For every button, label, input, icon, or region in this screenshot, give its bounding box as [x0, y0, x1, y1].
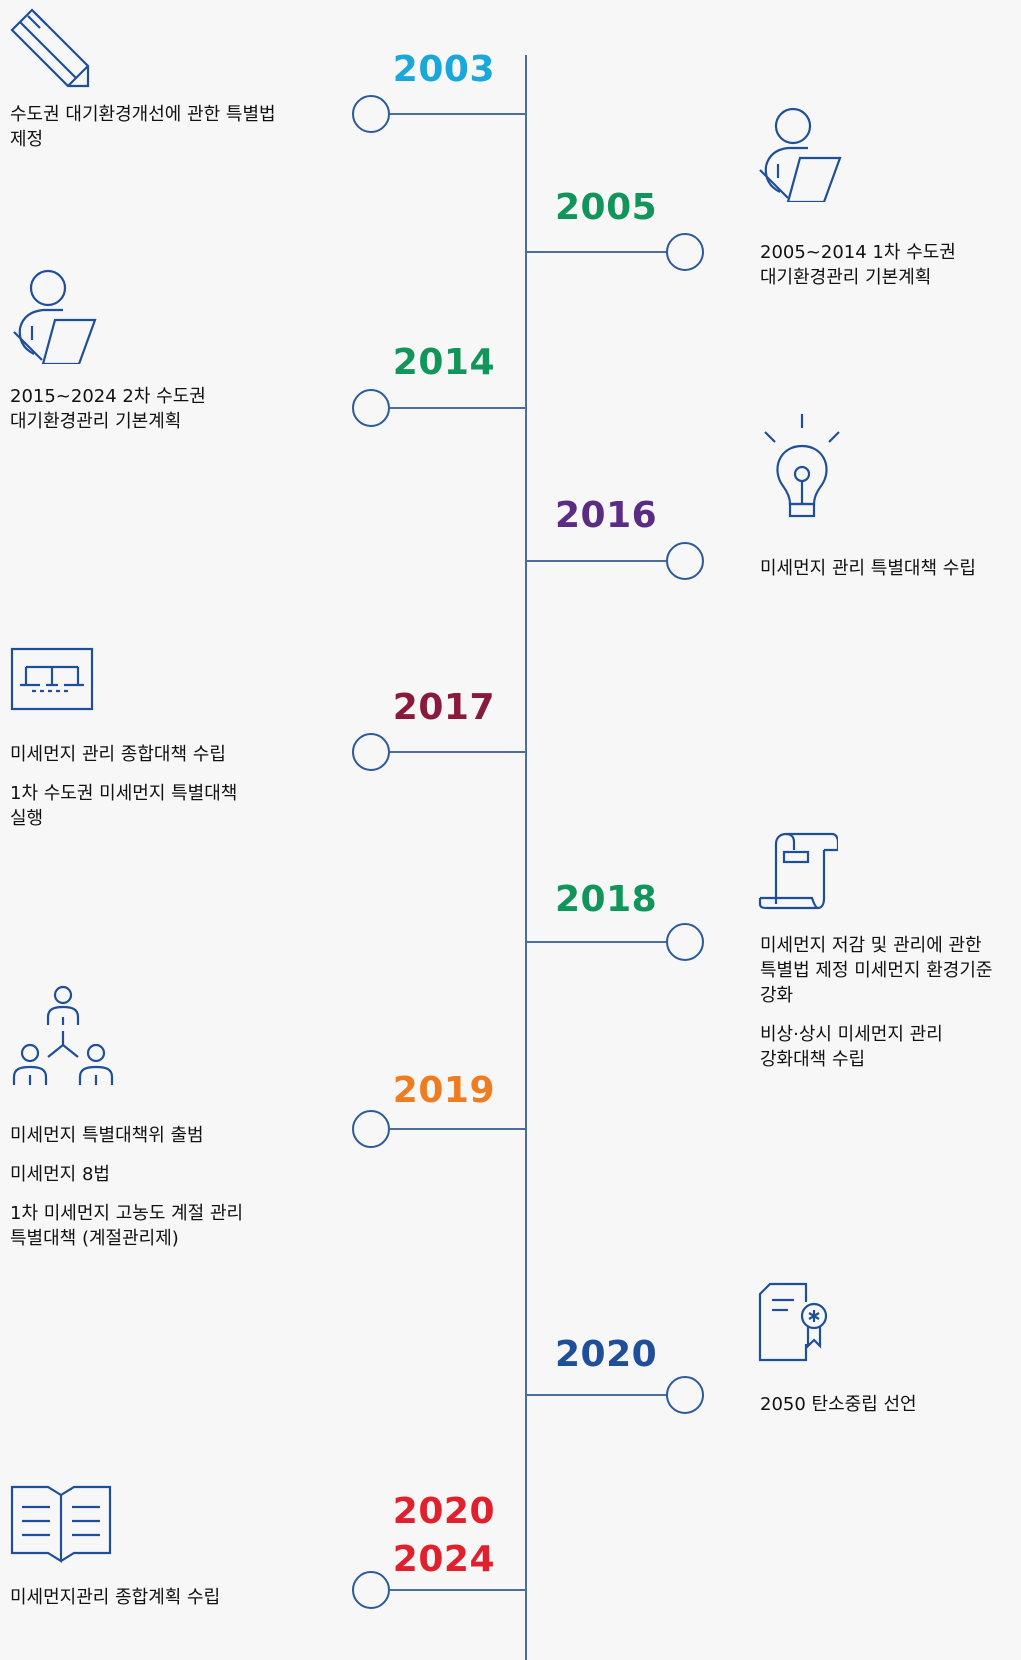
description-line: 미세먼지 8법 — [10, 1164, 110, 1185]
year-label: 2020 — [555, 1334, 658, 1375]
timeline-dot — [352, 1110, 390, 1148]
connector-line — [390, 751, 525, 753]
connector-line — [527, 1394, 666, 1396]
connector-line — [527, 941, 666, 943]
year-label: 2014 — [392, 342, 495, 383]
description-line: 미세먼지 관리 특별대책 수립 — [760, 558, 976, 579]
timeline-dot — [666, 233, 704, 271]
year-label: 2005 — [555, 187, 658, 228]
description-line: 1차 미세먼지 고농도 계절 관리 특별대책 (계절관리제) — [10, 1203, 244, 1249]
event-description: 미세먼지관리 종합계획 수립 — [10, 1585, 320, 1624]
timeline-dot — [666, 923, 704, 961]
blueprint-icon — [10, 647, 94, 711]
event-description: 미세먼지 관리 종합대책 수립 1차 수도권 미세먼지 특별대책 실행 — [10, 742, 320, 845]
timeline-dot — [352, 95, 390, 133]
event-description: 미세먼지 저감 및 관리에 관한 특별법 제정 미세먼지 환경기준 강화 비상·… — [760, 933, 1020, 1086]
year-label: 2017 — [392, 687, 495, 728]
connector-line — [390, 1589, 525, 1591]
event-description: 미세먼지 관리 특별대책 수립 — [760, 556, 1021, 595]
event-description: 2015~2024 2차 수도권 대기환경관리 기본계획 — [10, 384, 320, 448]
timeline-dot — [666, 1376, 704, 1414]
pen-icon — [10, 8, 90, 88]
lightbulb-icon — [757, 412, 847, 524]
person-writing-icon — [10, 268, 100, 364]
organization-icon — [10, 985, 116, 1089]
timeline-dot — [666, 542, 704, 580]
connector-line — [390, 1128, 525, 1130]
timeline-axis — [525, 55, 527, 1660]
year-label: 2003 — [392, 49, 495, 90]
year-label: 2020 2024 — [392, 1491, 495, 1580]
description-line: 2005~2014 1차 수도권 대기환경관리 기본계획 — [760, 242, 956, 288]
certificate-icon — [758, 1282, 830, 1362]
timeline-dot — [352, 733, 390, 771]
description-line: 미세먼지관리 종합계획 수립 — [10, 1587, 221, 1608]
description-line: 미세먼지 저감 및 관리에 관한 특별법 제정 미세먼지 환경기준 강화 — [760, 935, 993, 1006]
person-writing-icon — [758, 106, 848, 202]
description-line: 비상·상시 미세먼지 관리 강화대책 수립 — [760, 1024, 943, 1070]
year-label: 2018 — [555, 879, 658, 920]
description-line: 2015~2024 2차 수도권 대기환경관리 기본계획 — [10, 386, 206, 432]
timeline-dot — [352, 1571, 390, 1609]
connector-line — [527, 560, 666, 562]
event-description: 2005~2014 1차 수도권 대기환경관리 기본계획 — [760, 240, 1021, 304]
description-line: 미세먼지 특별대책위 출범 — [10, 1125, 204, 1146]
scroll-icon — [758, 832, 838, 910]
year-label: 2019 — [392, 1070, 495, 1111]
connector-line — [390, 407, 525, 409]
event-description: 수도권 대기환경개선에 관한 특별법 제정 — [10, 102, 320, 166]
year-label: 2016 — [555, 495, 658, 536]
timeline-dot — [352, 389, 390, 427]
description-line: 미세먼지 관리 종합대책 수립 — [10, 744, 226, 765]
description-line: 수도권 대기환경개선에 관한 특별법 제정 — [10, 104, 276, 150]
connector-line — [527, 251, 666, 253]
description-line: 2050 탄소중립 선언 — [760, 1394, 917, 1415]
event-description: 2050 탄소중립 선언 — [760, 1392, 1021, 1431]
description-line: 1차 수도권 미세먼지 특별대책 실행 — [10, 783, 238, 829]
book-icon — [10, 1485, 112, 1563]
connector-line — [390, 113, 525, 115]
event-description: 미세먼지 특별대책위 출범 미세먼지 8법 1차 미세먼지 고농도 계절 관리 … — [10, 1123, 320, 1265]
